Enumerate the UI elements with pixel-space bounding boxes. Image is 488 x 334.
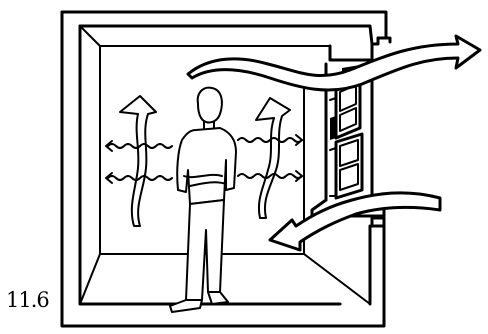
standing-person-icon bbox=[170, 88, 236, 312]
back-ceiling-edge bbox=[80, 26, 330, 46]
ceiling-inner bbox=[80, 26, 378, 44]
floor-right-edge bbox=[304, 254, 370, 304]
warm-air-out-arrow-icon bbox=[188, 36, 480, 90]
figure-number: 11.6 bbox=[6, 288, 49, 312]
cool-air-in-arrow-icon bbox=[270, 193, 440, 250]
heat-rising-arrow-icon bbox=[120, 96, 156, 226]
heat-rising-arrow-icon bbox=[256, 98, 290, 218]
floor-left-edge bbox=[80, 254, 100, 304]
window-lintel bbox=[330, 44, 372, 60]
